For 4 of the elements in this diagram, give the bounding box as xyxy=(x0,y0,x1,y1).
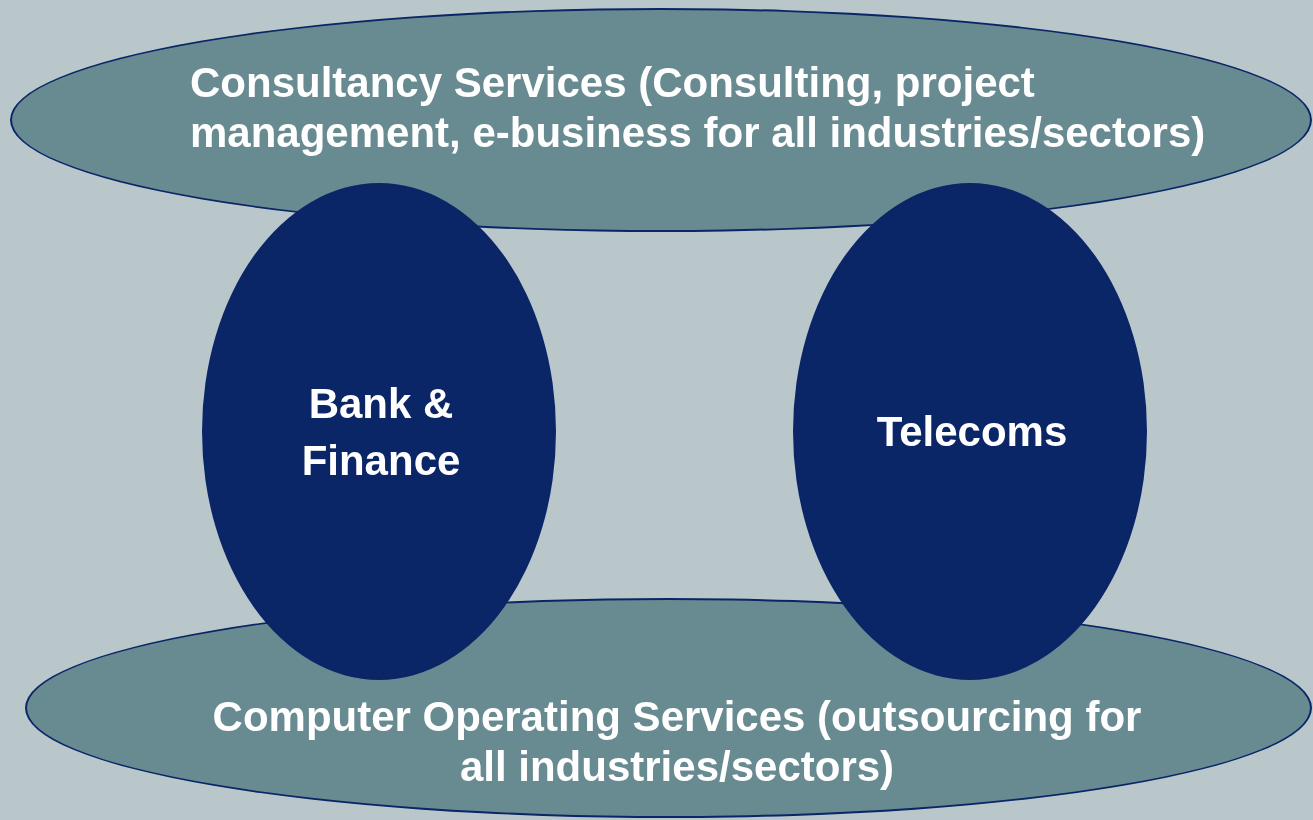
ellipse-label: Consultancy Services (Consulting, project management, e-business for all industries/sectors) xyxy=(190,58,1207,158)
ellipse-label: Telecoms xyxy=(875,407,1069,457)
ellipse-label: Computer Operating Services (outsourcing for all industries/sectors) xyxy=(211,692,1143,792)
ellipse-label: Bank & Finance xyxy=(300,379,462,486)
